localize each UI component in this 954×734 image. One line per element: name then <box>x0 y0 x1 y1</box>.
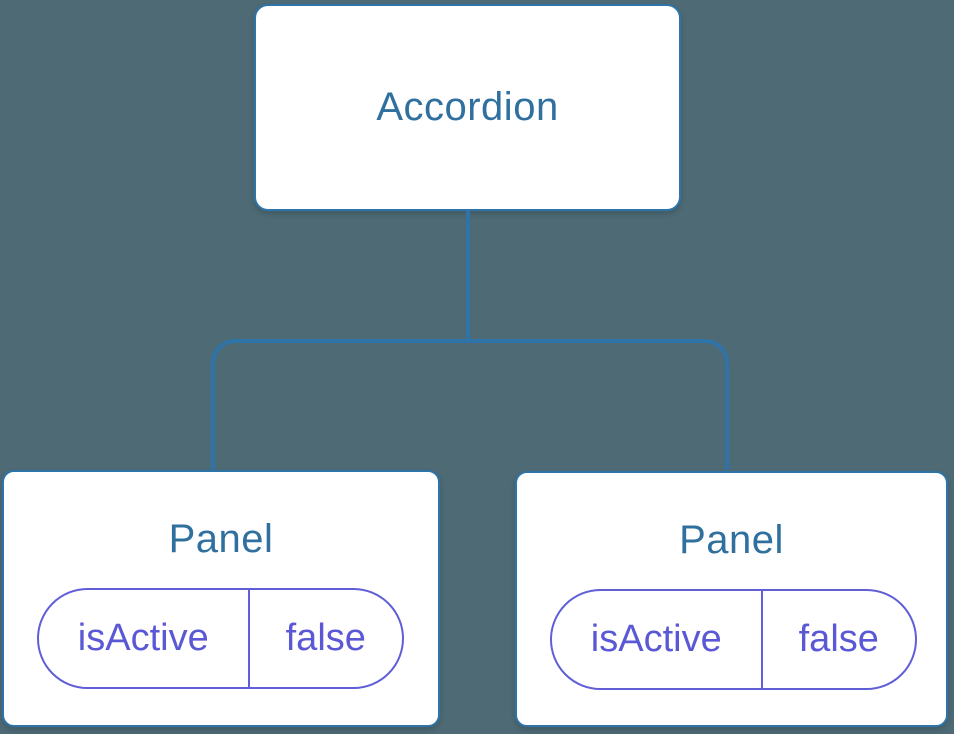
state-value: false <box>285 617 366 659</box>
state-key: isActive <box>39 590 250 687</box>
state-key: isActive <box>552 591 763 688</box>
panel-node-1: Panel isActive false <box>2 470 440 727</box>
accordion-node: Accordion <box>254 4 681 211</box>
connector-stem <box>466 211 470 343</box>
panel-title: Panel <box>679 518 784 562</box>
state-pill: isActive false <box>37 588 404 689</box>
connector-bracket <box>211 339 729 470</box>
panel-node-2: Panel isActive false <box>515 471 948 727</box>
panel-title: Panel <box>168 517 274 561</box>
state-pill: isActive false <box>550 589 917 690</box>
state-value: false <box>798 618 879 660</box>
accordion-node-label: Accordion <box>376 85 559 129</box>
